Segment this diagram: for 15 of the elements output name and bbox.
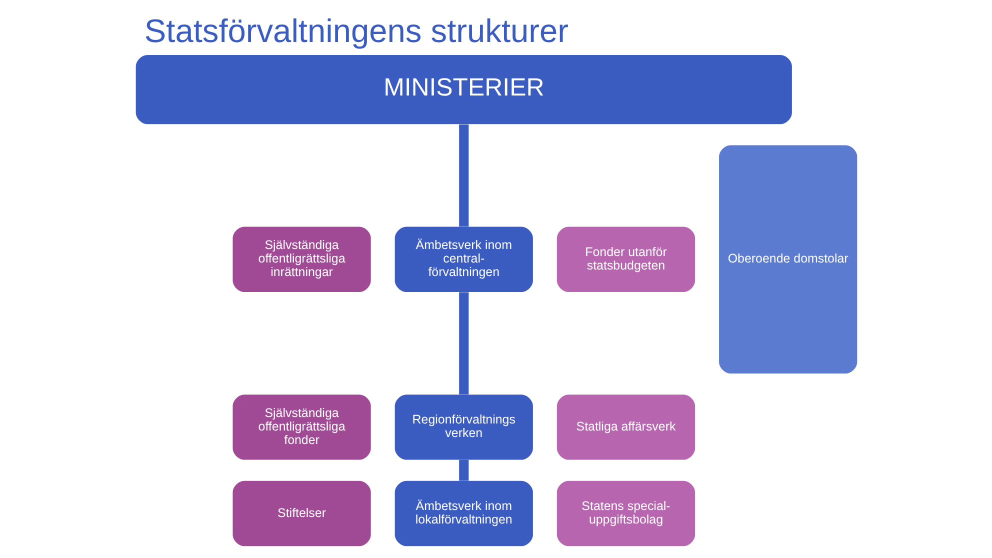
node-box: Statliga affärsverk — [556, 394, 695, 460]
node-box: Ämbetsverk inom lokalförvaltningen — [394, 480, 532, 546]
connector — [458, 292, 468, 394]
node-box: Regionförvaltnings verken — [394, 394, 532, 460]
node-box: Oberoende domstolar — [718, 145, 857, 374]
node-box: Ämbetsverk inom central- förvaltningen — [394, 226, 532, 292]
node-box: Självständiga offentligrättsliga fonder — [232, 394, 370, 460]
connector — [458, 124, 468, 226]
connector — [458, 460, 468, 481]
node-box: Fonder utanför statsbudgeten — [556, 226, 695, 292]
node-box: MINISTERIER — [135, 55, 792, 124]
node-box: Självständiga offentligrättsliga inrättningar — [232, 226, 370, 292]
diagram-title: Statsförvaltningens strukturer — [144, 12, 568, 49]
node-box: Stiftelser — [232, 480, 370, 546]
node-box: Statens special- uppgiftsbolag — [556, 480, 695, 546]
